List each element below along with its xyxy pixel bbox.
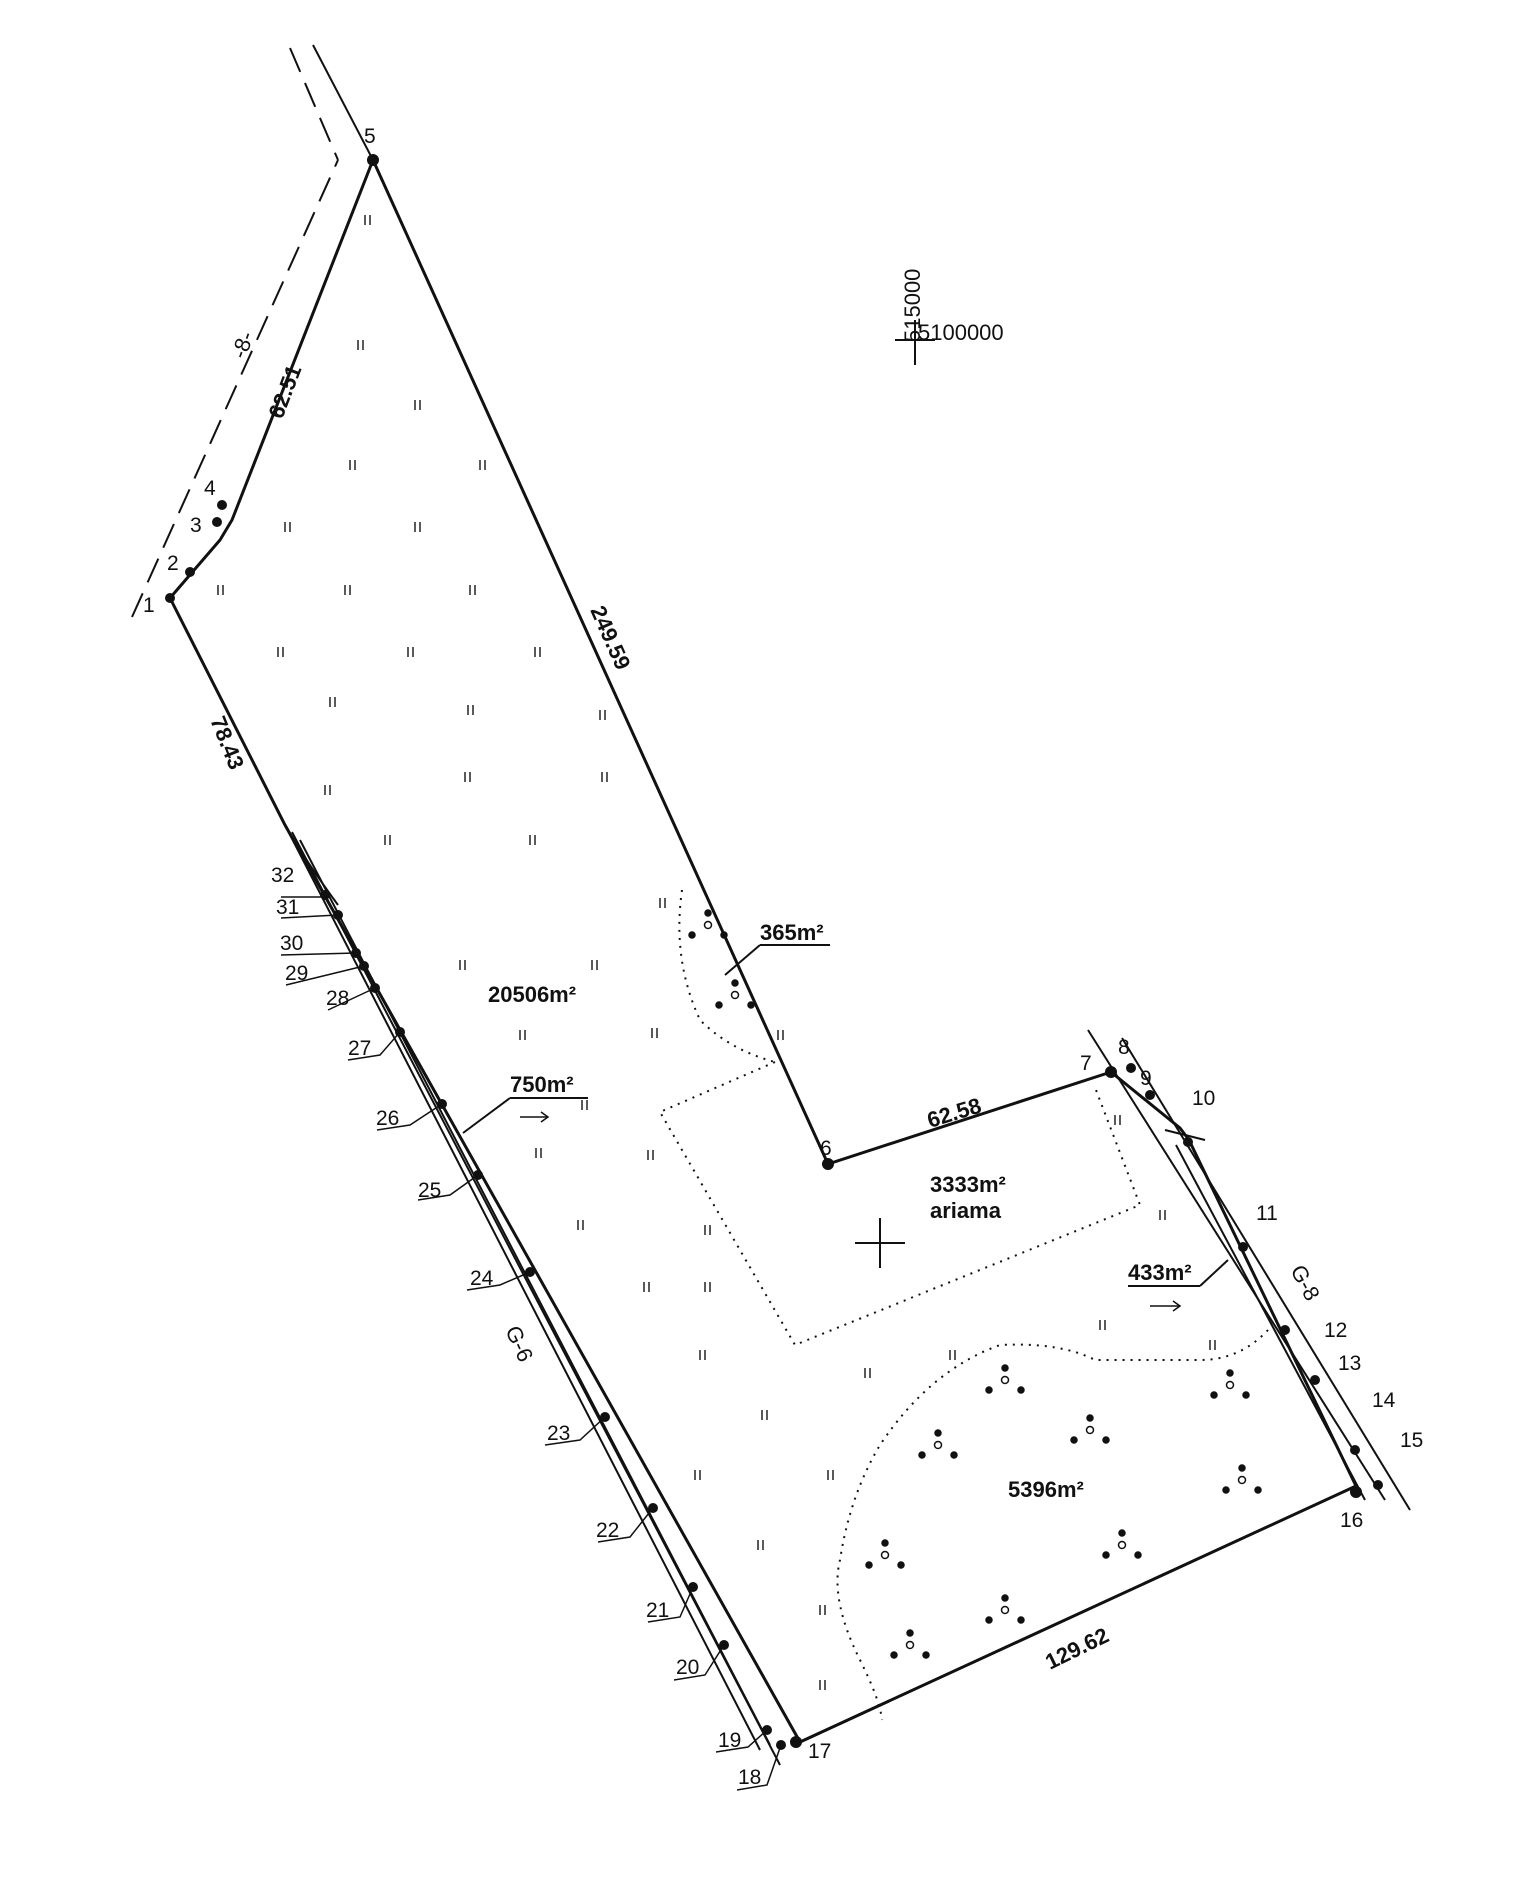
vertex-labels: 1 2 3 4 5 6 7 8 9 10 11 12 13 14 15 16 1… xyxy=(143,125,1423,1789)
vertex-3 xyxy=(212,517,222,527)
vertex-6 xyxy=(822,1158,834,1170)
coordinate-labels: 515000 5100000 xyxy=(900,269,1004,345)
parcel-boundary xyxy=(168,156,1359,1744)
vertex-11 xyxy=(1238,1242,1248,1252)
area-yard-note: ariama xyxy=(930,1198,1002,1223)
area-strip-left: 750m² xyxy=(510,1072,574,1097)
pasture-symbols xyxy=(217,215,1216,1690)
vertex-label-29: 29 xyxy=(285,962,308,985)
vertex-label-7: 7 xyxy=(1080,1052,1092,1075)
vertex-label-5: 5 xyxy=(364,125,376,148)
vertex-label-22: 22 xyxy=(596,1519,619,1542)
vertex-leaders xyxy=(280,894,782,1791)
vertex-label-14: 14 xyxy=(1372,1389,1396,1412)
vertex-label-24: 24 xyxy=(470,1267,494,1290)
vertex-7 xyxy=(1105,1066,1117,1078)
vertex-14 xyxy=(1350,1445,1360,1455)
vertex-16 xyxy=(1350,1486,1362,1498)
vertex-15 xyxy=(1373,1480,1383,1490)
vertex-label-20: 20 xyxy=(676,1656,699,1679)
vertex-label-18: 18 xyxy=(738,1766,761,1789)
vertex-label-28: 28 xyxy=(326,987,349,1010)
vertex-label-23: 23 xyxy=(547,1422,570,1445)
vertex-label-32: 32 xyxy=(271,864,294,887)
vertex-label-8: 8 xyxy=(1118,1036,1130,1059)
road-labels: G-6 G-8 -8- xyxy=(226,328,1325,1366)
vertex-label-11: 11 xyxy=(1256,1202,1278,1225)
dimension-6-7: 62.58 xyxy=(924,1093,984,1133)
vertex-label-12: 12 xyxy=(1324,1319,1347,1342)
vertex-label-13: 13 xyxy=(1338,1352,1361,1375)
area-orchard-large: 5396m² xyxy=(1008,1477,1084,1502)
vertex-label-3: 3 xyxy=(190,514,202,537)
vertex-1 xyxy=(165,593,175,603)
area-labels: 20506m² 750m² 365m² 3333m² ariama 433m² … xyxy=(488,920,1192,1502)
vertex-label-6: 6 xyxy=(820,1137,832,1160)
vertex-label-19: 19 xyxy=(718,1729,741,1752)
direction-arrows xyxy=(520,1111,1182,1312)
vertex-9 xyxy=(1145,1090,1155,1100)
road-g8 xyxy=(1087,1029,1411,1511)
dimension-16-17: 129.62 xyxy=(1041,1623,1112,1675)
vertex-4 xyxy=(217,500,227,510)
dimension-1-4: 62.51 xyxy=(263,361,306,421)
coordinate-tick xyxy=(895,320,935,365)
vertex-label-30: 30 xyxy=(280,932,303,955)
vertex-label-1: 1 xyxy=(143,594,155,617)
vertex-label-17: 17 xyxy=(808,1740,831,1763)
road-top-left xyxy=(131,44,374,618)
dimension-5-6: 249.59 xyxy=(585,602,635,674)
vertex-label-25: 25 xyxy=(418,1179,441,1202)
vertex-10 xyxy=(1183,1137,1193,1147)
area-orchard-small: 365m² xyxy=(760,920,824,945)
vertex-label-27: 27 xyxy=(348,1037,371,1060)
vertex-label-9: 9 xyxy=(1140,1067,1152,1090)
vertices xyxy=(165,154,1383,1750)
dimension-labels: 62.51 249.59 78.43 62.58 129.62 xyxy=(205,361,1112,1674)
vertex-13 xyxy=(1310,1375,1320,1385)
vertex-label-21: 21 xyxy=(646,1599,669,1622)
vertex-2 xyxy=(185,567,195,577)
area-strip-right: 433m² xyxy=(1128,1260,1192,1285)
coordinate-y: 515000 xyxy=(900,269,925,342)
vertex-17 xyxy=(790,1736,802,1748)
vertex-label-16: 16 xyxy=(1340,1509,1363,1532)
road-label-g6: G-6 xyxy=(500,1322,538,1366)
vertex-label-2: 2 xyxy=(167,552,179,575)
vertex-label-4: 4 xyxy=(204,477,216,500)
area-main: 20506m² xyxy=(488,982,576,1007)
coordinate-x: 5100000 xyxy=(918,320,1004,345)
centroid-cross xyxy=(855,1218,905,1268)
vertex-12 xyxy=(1280,1325,1290,1335)
road-label-top: -8- xyxy=(226,328,259,362)
vertex-5 xyxy=(367,154,379,166)
vertex-label-15: 15 xyxy=(1400,1429,1423,1452)
orchard-symbols xyxy=(688,909,1262,1659)
orchard-small-outline xyxy=(678,889,776,1063)
area-yard: 3333m² xyxy=(930,1172,1006,1197)
yard-outline xyxy=(658,1061,1142,1347)
road-label-g8: G-8 xyxy=(1286,1261,1325,1305)
vertex-label-10: 10 xyxy=(1192,1087,1215,1110)
vertex-label-26: 26 xyxy=(376,1107,399,1130)
vertex-label-31: 31 xyxy=(276,896,299,919)
vertex-8 xyxy=(1126,1063,1136,1073)
